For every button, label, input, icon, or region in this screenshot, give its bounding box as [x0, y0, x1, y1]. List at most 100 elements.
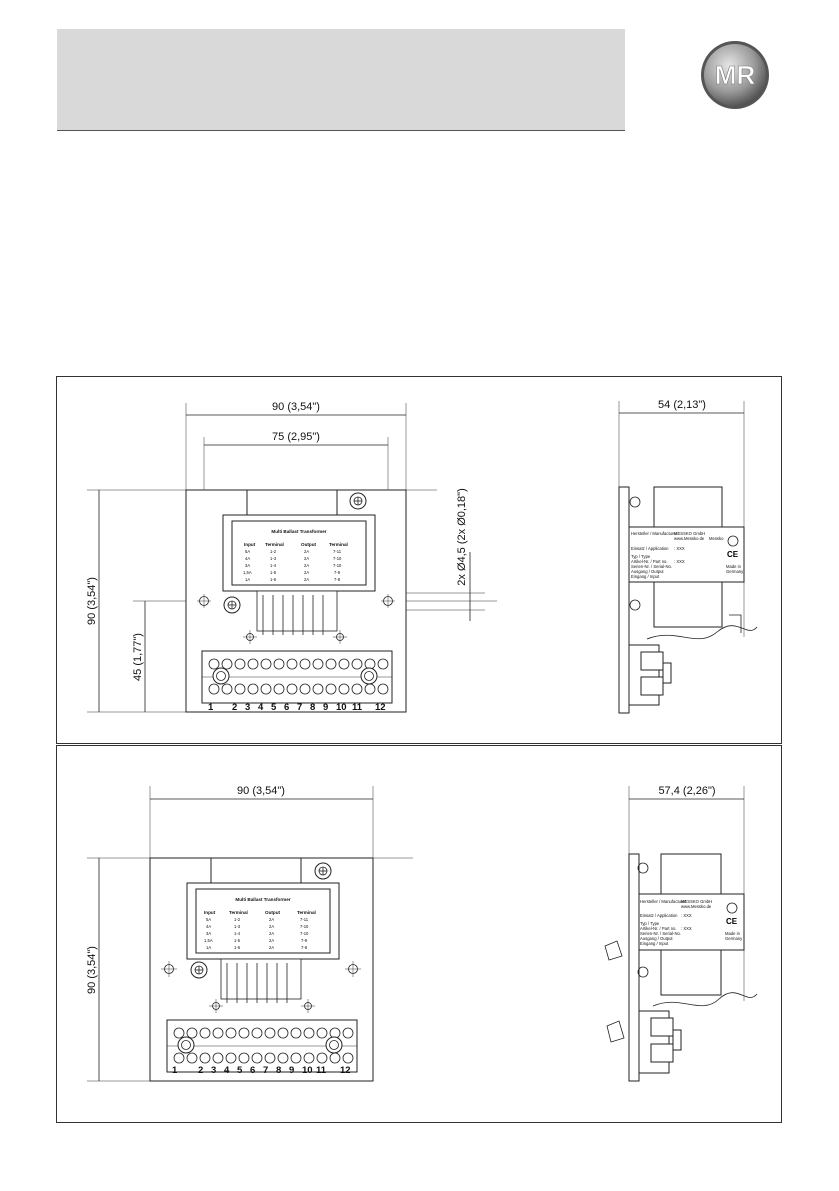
- svg-text:2A: 2A: [269, 931, 274, 936]
- svg-text:1-4: 1-4: [234, 931, 241, 936]
- svg-text:3A: 3A: [245, 563, 250, 568]
- svg-text:7: 7: [297, 702, 302, 713]
- svg-text:5: 5: [237, 1065, 243, 1076]
- dim-width-90: 90 (3,54"): [272, 401, 320, 413]
- svg-text:CE: CE: [726, 917, 738, 926]
- svg-text:Typ / Type: Typ / Type: [640, 921, 660, 926]
- svg-text:11: 11: [316, 1065, 327, 1076]
- svg-text:4: 4: [224, 1065, 230, 1076]
- svg-text:3: 3: [245, 702, 250, 713]
- svg-text:9: 9: [289, 1065, 294, 1076]
- svg-text:2A: 2A: [269, 938, 274, 943]
- svg-text:1-4: 1-4: [270, 563, 277, 568]
- svg-text:Output: Output: [301, 542, 317, 547]
- svg-text:Einsatz / Application: Einsatz / Application: [640, 913, 678, 918]
- svg-text:2A: 2A: [269, 945, 274, 950]
- svg-text:12: 12: [375, 702, 386, 713]
- drawing-frame-2: 90 (3,54") 90 (3,54") Multi Ballast Tran…: [56, 745, 782, 1123]
- svg-text:: XXX: : XXX: [674, 559, 685, 564]
- svg-text:1,5A: 1,5A: [204, 938, 213, 943]
- svg-text:CE: CE: [727, 550, 739, 559]
- svg-text:10: 10: [302, 1065, 313, 1076]
- svg-text:1-6: 1-6: [234, 945, 241, 950]
- svg-text:Eingang / Input: Eingang / Input: [631, 574, 660, 579]
- svg-text:MR: MR: [715, 60, 756, 90]
- svg-text:1-5: 1-5: [234, 938, 241, 943]
- svg-text:10: 10: [336, 702, 347, 713]
- svg-text:: XXX: : XXX: [674, 546, 685, 551]
- svg-text:Messko: Messko: [709, 536, 724, 541]
- svg-text:MESSKO GmbH: MESSKO GmbH: [674, 531, 705, 536]
- svg-text:2A: 2A: [304, 556, 309, 561]
- svg-text:Made in: Made in: [725, 931, 741, 936]
- svg-text:Multi Ballast Transformer: Multi Ballast Transformer: [235, 897, 290, 902]
- svg-text:Hersteller / Manufacturer: Hersteller / Manufacturer: [631, 531, 678, 536]
- dim-height-90-2: 90 (3,54"): [86, 946, 98, 994]
- svg-text:5: 5: [271, 702, 277, 713]
- svg-text:Ausgang / Output: Ausgang / Output: [640, 936, 673, 941]
- svg-text:1: 1: [172, 1065, 178, 1076]
- svg-text:Multi Ballast Transformer: Multi Ballast Transformer: [271, 529, 326, 534]
- svg-text:2: 2: [232, 702, 237, 713]
- header-bar: [57, 29, 625, 131]
- svg-text:7-11: 7-11: [300, 917, 309, 922]
- side-view-1: [618, 486, 758, 714]
- nameplate: [231, 520, 367, 586]
- svg-text:2: 2: [198, 1065, 203, 1076]
- svg-text:1-6: 1-6: [270, 577, 277, 582]
- svg-text:3: 3: [211, 1065, 216, 1076]
- svg-text:7-9: 7-9: [301, 938, 308, 943]
- svg-text:Artikel-Nr. / Part no.: Artikel-Nr. / Part no.: [640, 926, 677, 931]
- svg-text:Made in: Made in: [726, 564, 742, 569]
- svg-text:1-2: 1-2: [234, 917, 241, 922]
- svg-text:2A: 2A: [304, 563, 309, 568]
- side-view-2: [604, 853, 758, 1082]
- svg-text:: XXX: : XXX: [681, 926, 692, 931]
- svg-text:7-11: 7-11: [333, 549, 342, 554]
- svg-text:Germany: Germany: [725, 936, 743, 941]
- svg-text:4A: 4A: [206, 924, 211, 929]
- svg-text:3A: 3A: [206, 931, 211, 936]
- svg-text:7: 7: [263, 1065, 268, 1076]
- svg-text:Serien-Nr. / Serial-No.: Serien-Nr. / Serial-No.: [631, 564, 672, 569]
- svg-text:Eingang / Input: Eingang / Input: [640, 941, 669, 946]
- svg-text:1A: 1A: [245, 577, 250, 582]
- svg-text:8: 8: [310, 702, 315, 713]
- svg-text:Einsatz / Application: Einsatz / Application: [631, 546, 669, 551]
- dim-half-height: 45 (1,77"): [132, 633, 144, 681]
- svg-text:9: 9: [323, 702, 328, 713]
- svg-text:Terminal: Terminal: [229, 910, 248, 915]
- dim-depth-54: 54 (2,13"): [658, 399, 706, 411]
- svg-text:MESSKO GmbH: MESSKO GmbH: [681, 899, 712, 904]
- svg-text:1-2: 1-2: [270, 549, 277, 554]
- svg-text:Terminal: Terminal: [265, 542, 284, 547]
- svg-text:Input: Input: [244, 542, 256, 547]
- svg-text:8: 8: [276, 1065, 281, 1076]
- svg-text:7-8: 7-8: [334, 577, 341, 582]
- svg-text:6: 6: [284, 702, 289, 713]
- svg-text:Terminal: Terminal: [329, 542, 348, 547]
- svg-text:5A: 5A: [206, 917, 211, 922]
- svg-text:Ausgang / Output: Ausgang / Output: [631, 569, 664, 574]
- dim-height-90: 90 (3,54"): [86, 577, 98, 625]
- drawing-frame-1: 90 (3,54") 75 (2,95") 90 (3,54") 45 (1,7…: [56, 376, 782, 744]
- svg-text:1: 1: [208, 702, 214, 713]
- svg-text:7-10: 7-10: [333, 563, 342, 568]
- svg-text:7-9: 7-9: [334, 570, 341, 575]
- svg-text:11: 11: [352, 702, 363, 713]
- svg-text:Input: Input: [204, 910, 216, 915]
- svg-text:Typ / Type: Typ / Type: [631, 554, 651, 559]
- svg-text:: XXX: : XXX: [681, 913, 692, 918]
- svg-text:6: 6: [250, 1065, 255, 1076]
- svg-text:4A: 4A: [245, 556, 250, 561]
- svg-text:7-10: 7-10: [300, 931, 309, 936]
- svg-text:4: 4: [258, 702, 264, 713]
- svg-text:1A: 1A: [206, 945, 211, 950]
- dim-width-90-2: 90 (3,54"): [237, 785, 285, 797]
- svg-text:5A: 5A: [245, 549, 250, 554]
- svg-text:7-8: 7-8: [301, 945, 308, 950]
- dim-holes: 2x Ø4,5 (2x Ø0,18"): [456, 488, 468, 585]
- screw-top: [349, 492, 367, 510]
- svg-text:www.Messko.de: www.Messko.de: [681, 904, 712, 909]
- svg-text:www.Messko.de: www.Messko.de: [674, 536, 705, 541]
